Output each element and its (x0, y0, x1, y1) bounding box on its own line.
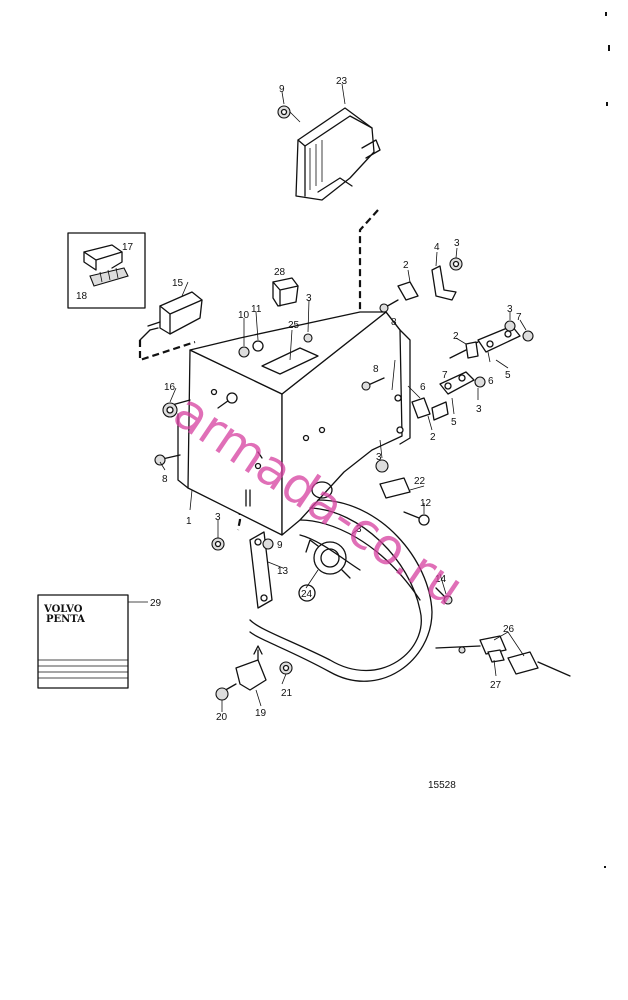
bolt-8-right (361, 377, 385, 391)
label-9-top: 9 (279, 84, 285, 95)
label-3-harness: 3 (356, 524, 362, 535)
label-3-top: 3 (454, 238, 460, 249)
label-3-right: 3 (507, 304, 513, 315)
leader-lines (128, 83, 527, 712)
label-12: 12 (420, 498, 432, 509)
label-2-top: 2 (403, 260, 409, 271)
label-8-top: 8 (391, 317, 397, 328)
edge-marks (604, 12, 610, 868)
label-17: 17 (122, 242, 134, 253)
nut-9-bottom (262, 538, 274, 550)
label-9-bottom: 9 (277, 540, 283, 551)
booklet-brand-line2: PENTA (46, 614, 85, 625)
label-28: 28 (274, 267, 286, 278)
label-16: 16 (164, 382, 176, 393)
label-19: 19 (255, 708, 267, 719)
label-3-bottom: 3 (215, 512, 221, 523)
label-7-upper: 7 (516, 312, 522, 323)
label-7-lower: 7 (442, 370, 448, 381)
bracket-4 (431, 257, 463, 301)
label-6-lower: 6 (420, 382, 426, 393)
nut-16 (162, 402, 178, 418)
terminals-26-27 (435, 635, 571, 677)
dashed-link-23 (358, 209, 379, 318)
label-15: 15 (172, 278, 184, 289)
cable-tie-ring (311, 481, 333, 499)
dashed-link-13 (233, 364, 242, 531)
plate-5-upper (449, 320, 534, 359)
label-3-lower: 3 (476, 404, 482, 415)
label-22: 22 (414, 476, 426, 487)
nut-10-11 (238, 333, 313, 358)
label-26: 26 (503, 624, 515, 635)
label-5-upper: 5 (505, 370, 511, 381)
label-11: 11 (251, 304, 262, 315)
booklet-29: VOLVO PENTA (37, 594, 129, 689)
clamp-19 (215, 645, 293, 701)
label-25: 25 (288, 320, 300, 331)
nut-9-top (277, 105, 301, 123)
label-2-low: 2 (430, 432, 436, 443)
clip-22 (379, 477, 430, 526)
control-unit-23 (295, 107, 381, 201)
dashed-link-15 (138, 340, 196, 362)
label-21: 21 (281, 688, 293, 699)
label-13: 13 (277, 566, 289, 577)
label-29: 29 (150, 598, 162, 609)
label-18: 18 (76, 291, 88, 302)
label-2-mid: 2 (453, 331, 459, 342)
label-14: 14 (435, 574, 447, 585)
plate-5-lower (411, 371, 486, 421)
mount-2-top (379, 281, 419, 313)
nut-3-box-bottom (375, 459, 389, 473)
nut-3-bottom-left (211, 537, 225, 551)
part-labels: 1 2 2 2 3 3 3 3 3 3 3 4 5 5 6 6 7 7 8 8 … (76, 76, 522, 723)
component-28 (272, 277, 299, 307)
bolt-14 (435, 587, 453, 605)
bracket-13 (249, 531, 273, 609)
label-24-circle (298, 584, 316, 602)
label-27: 27 (490, 680, 502, 691)
bolt-upper-left (217, 392, 238, 409)
label-1: 1 (186, 516, 192, 527)
label-6-upper: 6 (488, 376, 494, 387)
label-4: 4 (434, 242, 440, 253)
box-bracket-1 (171, 311, 411, 536)
label-10: 10 (238, 310, 250, 321)
label-5-lower: 5 (451, 417, 457, 428)
label-8-left: 8 (162, 474, 168, 485)
label-3-box: 3 (306, 293, 312, 304)
booklet-brand-line1: VOLVO (43, 604, 83, 615)
label-3-mid: 3 (376, 452, 382, 463)
label-24: 24 (301, 589, 313, 600)
label-20: 20 (216, 712, 228, 723)
label-23: 23 (336, 76, 348, 87)
inset-box-17-18 (67, 232, 146, 309)
figure-number: 15528 (428, 780, 456, 791)
harness-cable (249, 499, 433, 682)
label-8-right: 8 (373, 364, 379, 375)
connector-24 (305, 539, 351, 579)
relay-15 (139, 291, 203, 341)
bolt-8-left (154, 454, 181, 466)
